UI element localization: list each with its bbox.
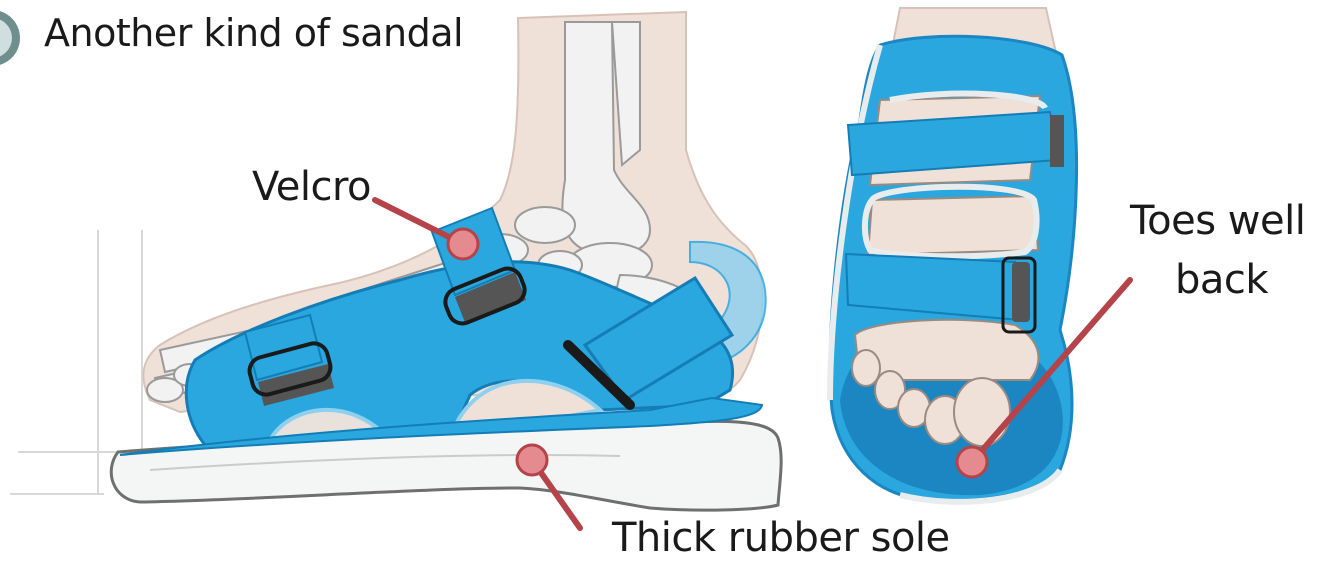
pointer-velcro — [375, 200, 478, 259]
label-toes-line-2: back — [1175, 260, 1268, 300]
label-velcro: Velcro — [252, 167, 371, 207]
label-thick-rubber-sole: Thick rubber sole — [612, 518, 950, 558]
label-toes-line-1: Toes well — [1130, 201, 1305, 241]
corner-badge — [0, 10, 20, 66]
diagram-title: Another kind of sandal — [44, 14, 463, 52]
